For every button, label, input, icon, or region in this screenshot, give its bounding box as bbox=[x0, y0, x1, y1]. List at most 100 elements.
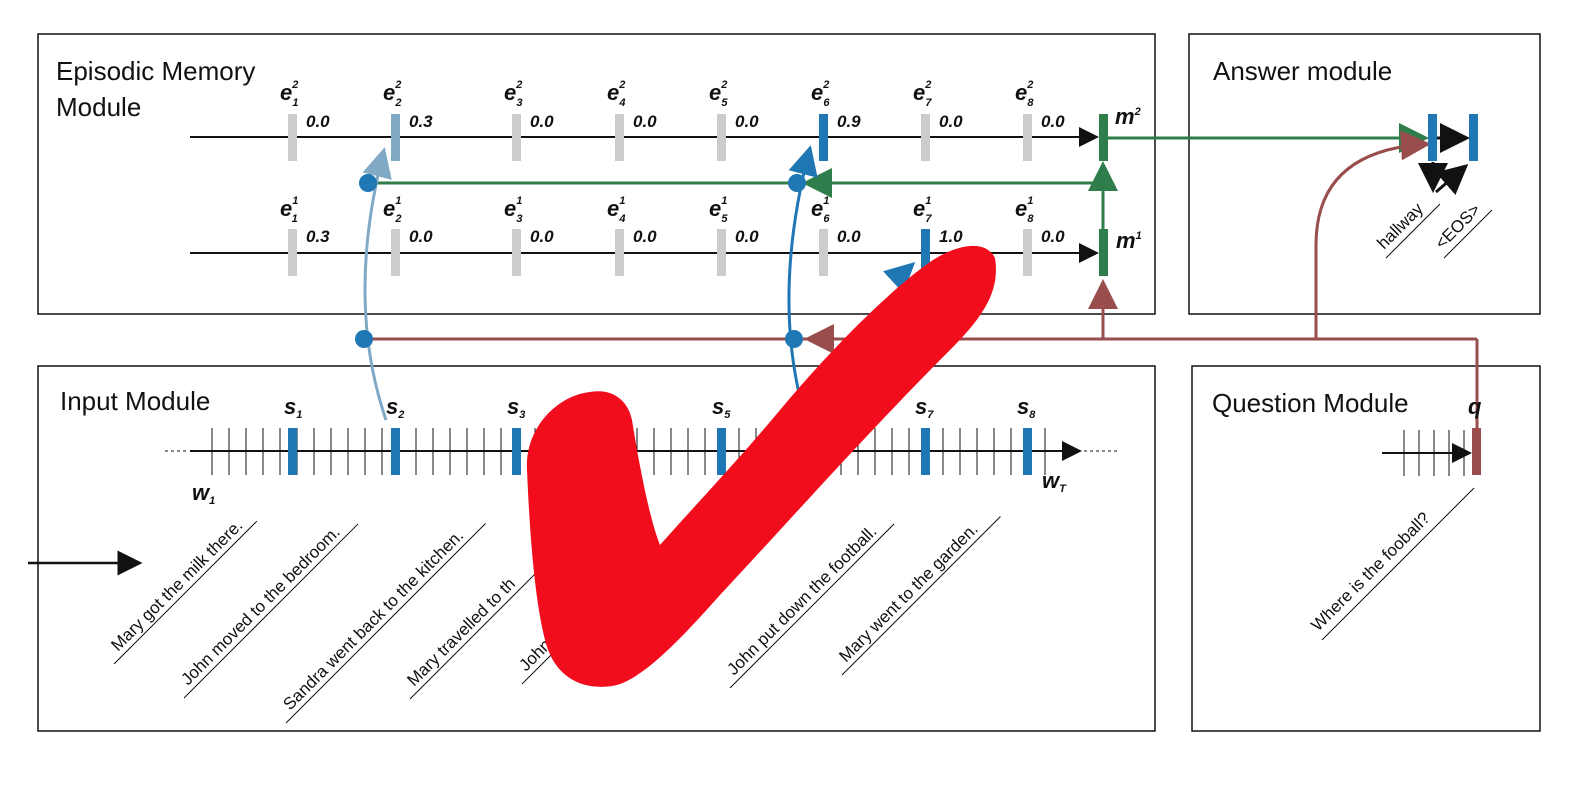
episode-pass2-bar-5 bbox=[717, 114, 726, 161]
episode-pass2-value-3: 0.0 bbox=[530, 112, 554, 131]
episode-pass1-value-3: 0.0 bbox=[530, 227, 554, 246]
svg-text:s7: s7 bbox=[915, 394, 934, 421]
sentence-2-underline bbox=[183, 523, 359, 699]
s3-var: s bbox=[507, 394, 519, 419]
question-text: Where is the fooball? bbox=[1307, 508, 1433, 634]
question-title: Question Module bbox=[1212, 388, 1409, 418]
answer-word-1: hallway bbox=[1373, 199, 1427, 253]
memory-m1-bar bbox=[1099, 229, 1108, 276]
junction-dot-pass2-s2 bbox=[359, 174, 377, 192]
episode-bars bbox=[288, 114, 1032, 276]
episode-pass2-value-6: 0.9 bbox=[837, 112, 861, 131]
s5-var: s bbox=[712, 394, 724, 419]
svg-text:s5: s5 bbox=[712, 394, 731, 421]
answer-word-2-underline bbox=[1443, 209, 1493, 259]
svg-text:s1: s1 bbox=[284, 394, 302, 421]
sentence-3-underline bbox=[285, 523, 486, 724]
memory-m2-label: m2 bbox=[1115, 104, 1141, 129]
episode-pass1-bar-4 bbox=[615, 229, 624, 276]
episode-pass1-value-2: 0.0 bbox=[409, 227, 433, 246]
episode-pass1-value-5: 0.0 bbox=[735, 227, 759, 246]
episode-pass1-value-7: 1.0 bbox=[939, 227, 963, 246]
episode-pass2-value-4: 0.0 bbox=[633, 112, 657, 131]
episode-pass1-value-1: 0.3 bbox=[306, 227, 330, 246]
word-last-label: wT bbox=[1042, 468, 1067, 495]
episode-pass2-value-5: 0.0 bbox=[735, 112, 759, 131]
episode-pass2-bar-4 bbox=[615, 114, 624, 161]
sentence-bar-8 bbox=[1023, 428, 1032, 475]
s7-var: s bbox=[915, 394, 927, 419]
word-first-label: w1 bbox=[192, 480, 215, 507]
input-module-box bbox=[37, 365, 1156, 732]
memory-m2-bar bbox=[1099, 114, 1108, 161]
episode-pass1-bar-7 bbox=[921, 229, 930, 276]
junction-dot-q-s6 bbox=[785, 330, 803, 348]
input-title: Input Module bbox=[60, 386, 210, 416]
answer-feedback-arrow bbox=[1435, 164, 1469, 196]
sentence-bar-3 bbox=[512, 428, 521, 475]
episode-pass1-value-6: 0.0 bbox=[837, 227, 861, 246]
episode-pass2-bar-1 bbox=[288, 114, 297, 161]
memory-m1-label: m1 bbox=[1116, 228, 1142, 253]
svg-text:s2: s2 bbox=[386, 394, 404, 421]
sentence-bar-1 bbox=[288, 428, 297, 475]
episode-pass1-value-8: 0.0 bbox=[1041, 227, 1065, 246]
episodic-title-line2: Module bbox=[56, 92, 141, 122]
junction-dot-pass2-s6 bbox=[788, 174, 806, 192]
s2-var: s bbox=[386, 394, 398, 419]
episodic-memory-module-box bbox=[37, 33, 1156, 315]
red-checkmark bbox=[526, 245, 996, 687]
episode-pass2-value-1: 0.0 bbox=[306, 112, 330, 131]
s2-sub: 2 bbox=[397, 409, 404, 421]
sentence-bar-5 bbox=[717, 428, 726, 475]
episode-pass2-bar-3 bbox=[512, 114, 521, 161]
question-text-underline bbox=[1321, 487, 1475, 641]
sentence-4: Mary travelled to th bbox=[403, 574, 519, 690]
s1-sub: 1 bbox=[296, 409, 302, 421]
episode-pass2-value-7: 0.0 bbox=[939, 112, 963, 131]
answer-title: Answer module bbox=[1213, 56, 1392, 86]
s8-var: s bbox=[1017, 394, 1029, 419]
svg-text:s3: s3 bbox=[507, 394, 525, 421]
s1-var: s bbox=[284, 394, 296, 419]
episode-pass2-value-2: 0.3 bbox=[409, 112, 433, 131]
sentence-1-underline bbox=[113, 520, 258, 665]
answer-gru-bar-2 bbox=[1469, 114, 1478, 161]
svg-text:s8: s8 bbox=[1017, 394, 1036, 421]
episode-pass2-value-8: 0.0 bbox=[1041, 112, 1065, 131]
s7-sub: 7 bbox=[927, 409, 934, 421]
question-vector-bar bbox=[1472, 428, 1481, 475]
episode-pass1-bar-3 bbox=[512, 229, 521, 276]
episode-pass1-bar-1 bbox=[288, 229, 297, 276]
sentence-6-underline bbox=[729, 523, 895, 689]
episode-pass1-bar-6 bbox=[819, 229, 828, 276]
episode-pass1-value-4: 0.0 bbox=[633, 227, 657, 246]
episode-pass2-bar-6 bbox=[819, 114, 828, 161]
answer-module-box bbox=[1188, 33, 1541, 315]
question-to-answer-curve bbox=[1314, 130, 1431, 339]
episode-pass1-bar-8 bbox=[1023, 229, 1032, 276]
junction-dot-q-s2 bbox=[355, 330, 373, 348]
s8-sub: 8 bbox=[1029, 409, 1036, 421]
episode-pass2-bar-8 bbox=[1023, 114, 1032, 161]
sentence-var-labels: s1 s2 s3 s5 s7 s8 bbox=[284, 394, 1036, 421]
sentence-7-underline bbox=[841, 516, 1001, 676]
s3-sub: 3 bbox=[519, 409, 525, 421]
s5-sub: 5 bbox=[724, 409, 731, 421]
answer-gru-bar-1 bbox=[1428, 114, 1437, 161]
